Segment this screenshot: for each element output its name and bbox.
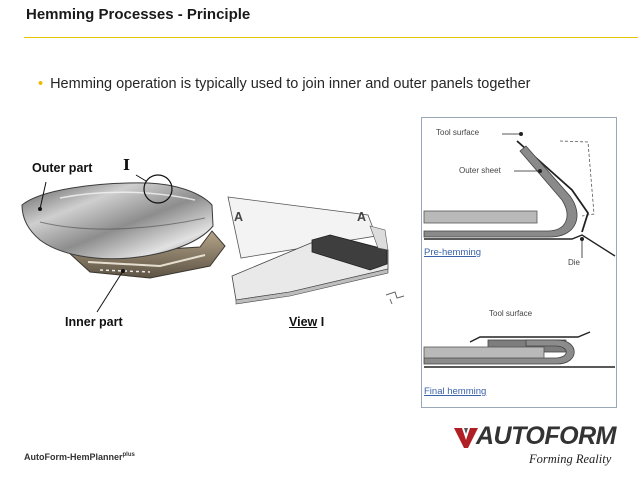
slide-title: Hemming Processes - Principle bbox=[26, 6, 251, 23]
detail-marker-label: I bbox=[123, 156, 131, 174]
bullet-marker-icon: • bbox=[38, 76, 44, 92]
product-name: AutoForm-HemPlanner bbox=[24, 452, 123, 462]
bullet-item: • Hemming operation is typically used to … bbox=[38, 76, 530, 92]
pre-tool-surface-label: Tool surface bbox=[436, 128, 480, 137]
detail-circle bbox=[143, 174, 173, 204]
section-letter-right: A bbox=[357, 210, 367, 224]
hemming-diagram-panel: Tool surface Outer sheet Pre-hemming Die… bbox=[421, 117, 617, 408]
logo-mark-icon bbox=[454, 428, 478, 448]
product-superscript: plus bbox=[122, 452, 135, 458]
section-letter-left: A bbox=[234, 210, 244, 224]
view-label: View I bbox=[289, 315, 324, 329]
inner-part-label: Inner part bbox=[65, 315, 123, 329]
die-label: Die bbox=[568, 258, 581, 267]
view-id: I bbox=[320, 315, 325, 329]
pre-hemming-label: Pre-hemming bbox=[424, 247, 482, 258]
final-tool-surface-label: Tool surface bbox=[489, 309, 533, 318]
logo-tagline: Forming Reality bbox=[529, 452, 612, 466]
view-word: View bbox=[289, 315, 318, 329]
product-footer: AutoForm-HemPlannerplus bbox=[24, 452, 135, 462]
outer-sheet-label: Outer sheet bbox=[459, 166, 501, 175]
title-divider bbox=[24, 37, 638, 38]
outer-panel-shape bbox=[21, 182, 214, 260]
outer-part-label: Outer part bbox=[32, 161, 93, 175]
pre-hemming-diagram bbox=[423, 132, 616, 368]
bullet-text: Hemming operation is typically used to j… bbox=[50, 76, 531, 92]
hem-flange-shape bbox=[311, 234, 388, 271]
logo-name: AUTOFORM bbox=[476, 422, 616, 450]
final-hemming-label: Final hemming bbox=[424, 386, 487, 397]
